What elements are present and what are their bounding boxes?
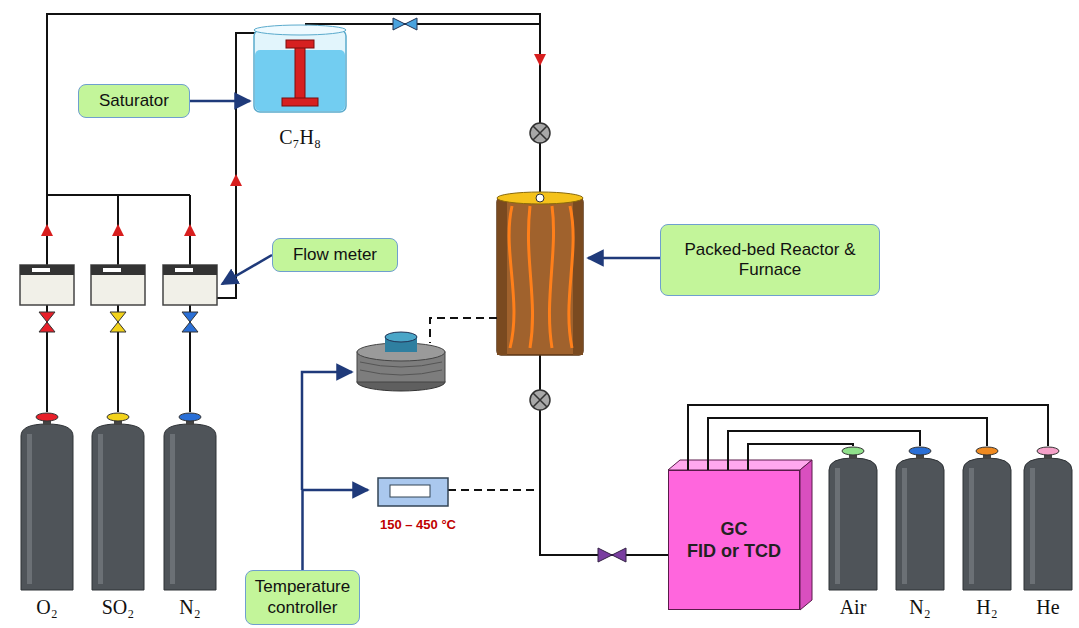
node-label: Air (840, 596, 867, 618)
cylinder-shape (961, 446, 1013, 618)
node-label: C₇H₈ (279, 126, 321, 148)
node-label: FID or TCD (687, 540, 781, 563)
gas-cylinder: O₂ (19, 412, 75, 618)
node-label: GC (721, 518, 748, 541)
node-label: H₂ (976, 596, 997, 618)
gas-line (728, 431, 920, 470)
gas-cylinder: N₂ (894, 446, 946, 618)
gas-cylinder: Air (827, 446, 879, 618)
blue-valve (393, 18, 417, 30)
cylinder-shape (19, 412, 75, 618)
cylinder-shape (90, 412, 146, 618)
callout-text: Flow meter (293, 245, 377, 265)
thermocouple-line (430, 318, 497, 343)
callout-text: Packed-bed Reactor & Furnace (669, 240, 871, 281)
cylinder-shape (1022, 446, 1074, 618)
signal-line (448, 489, 540, 491)
gas-cylinder: N₂ (162, 412, 218, 618)
cylinder-shape (162, 412, 218, 618)
node-label: O₂ (36, 596, 57, 618)
heater (357, 332, 445, 391)
saturator-vessel: C₇H₈ (250, 22, 350, 148)
node-label: 150 – 450 °C (380, 517, 456, 532)
callout-label: Temperature controller (245, 570, 360, 625)
callout-label: Flow meter (272, 238, 398, 272)
gas-cylinder: SO₂ (90, 412, 146, 618)
controller-box: 150 – 450 °C (368, 476, 468, 532)
node-label: SO₂ (102, 596, 135, 618)
flow-meters (20, 265, 217, 305)
gas-cylinder: He (1022, 446, 1074, 618)
callout-text: Saturator (99, 91, 169, 111)
reactor-furnace (497, 192, 583, 355)
callout-text: Temperature controller (254, 577, 351, 618)
node-label: N₂ (179, 596, 200, 618)
node-label: He (1036, 596, 1059, 618)
cylinder-shape (827, 446, 879, 618)
leader-arrows (222, 255, 660, 490)
cylinder-valves (39, 312, 198, 332)
purple-valve (598, 548, 626, 562)
gc-analyzer: GCFID or TCD (668, 470, 800, 610)
callout-label: Saturator (78, 84, 190, 118)
gas-cylinder: H₂ (961, 446, 1013, 618)
callout-arrow (190, 100, 250, 103)
callout-arrow (303, 490, 369, 570)
cylinder-shape (894, 446, 946, 618)
node-label: N₂ (909, 596, 930, 618)
gc-box-3d (668, 460, 812, 610)
callout-label: Packed-bed Reactor & Furnace (660, 224, 880, 296)
